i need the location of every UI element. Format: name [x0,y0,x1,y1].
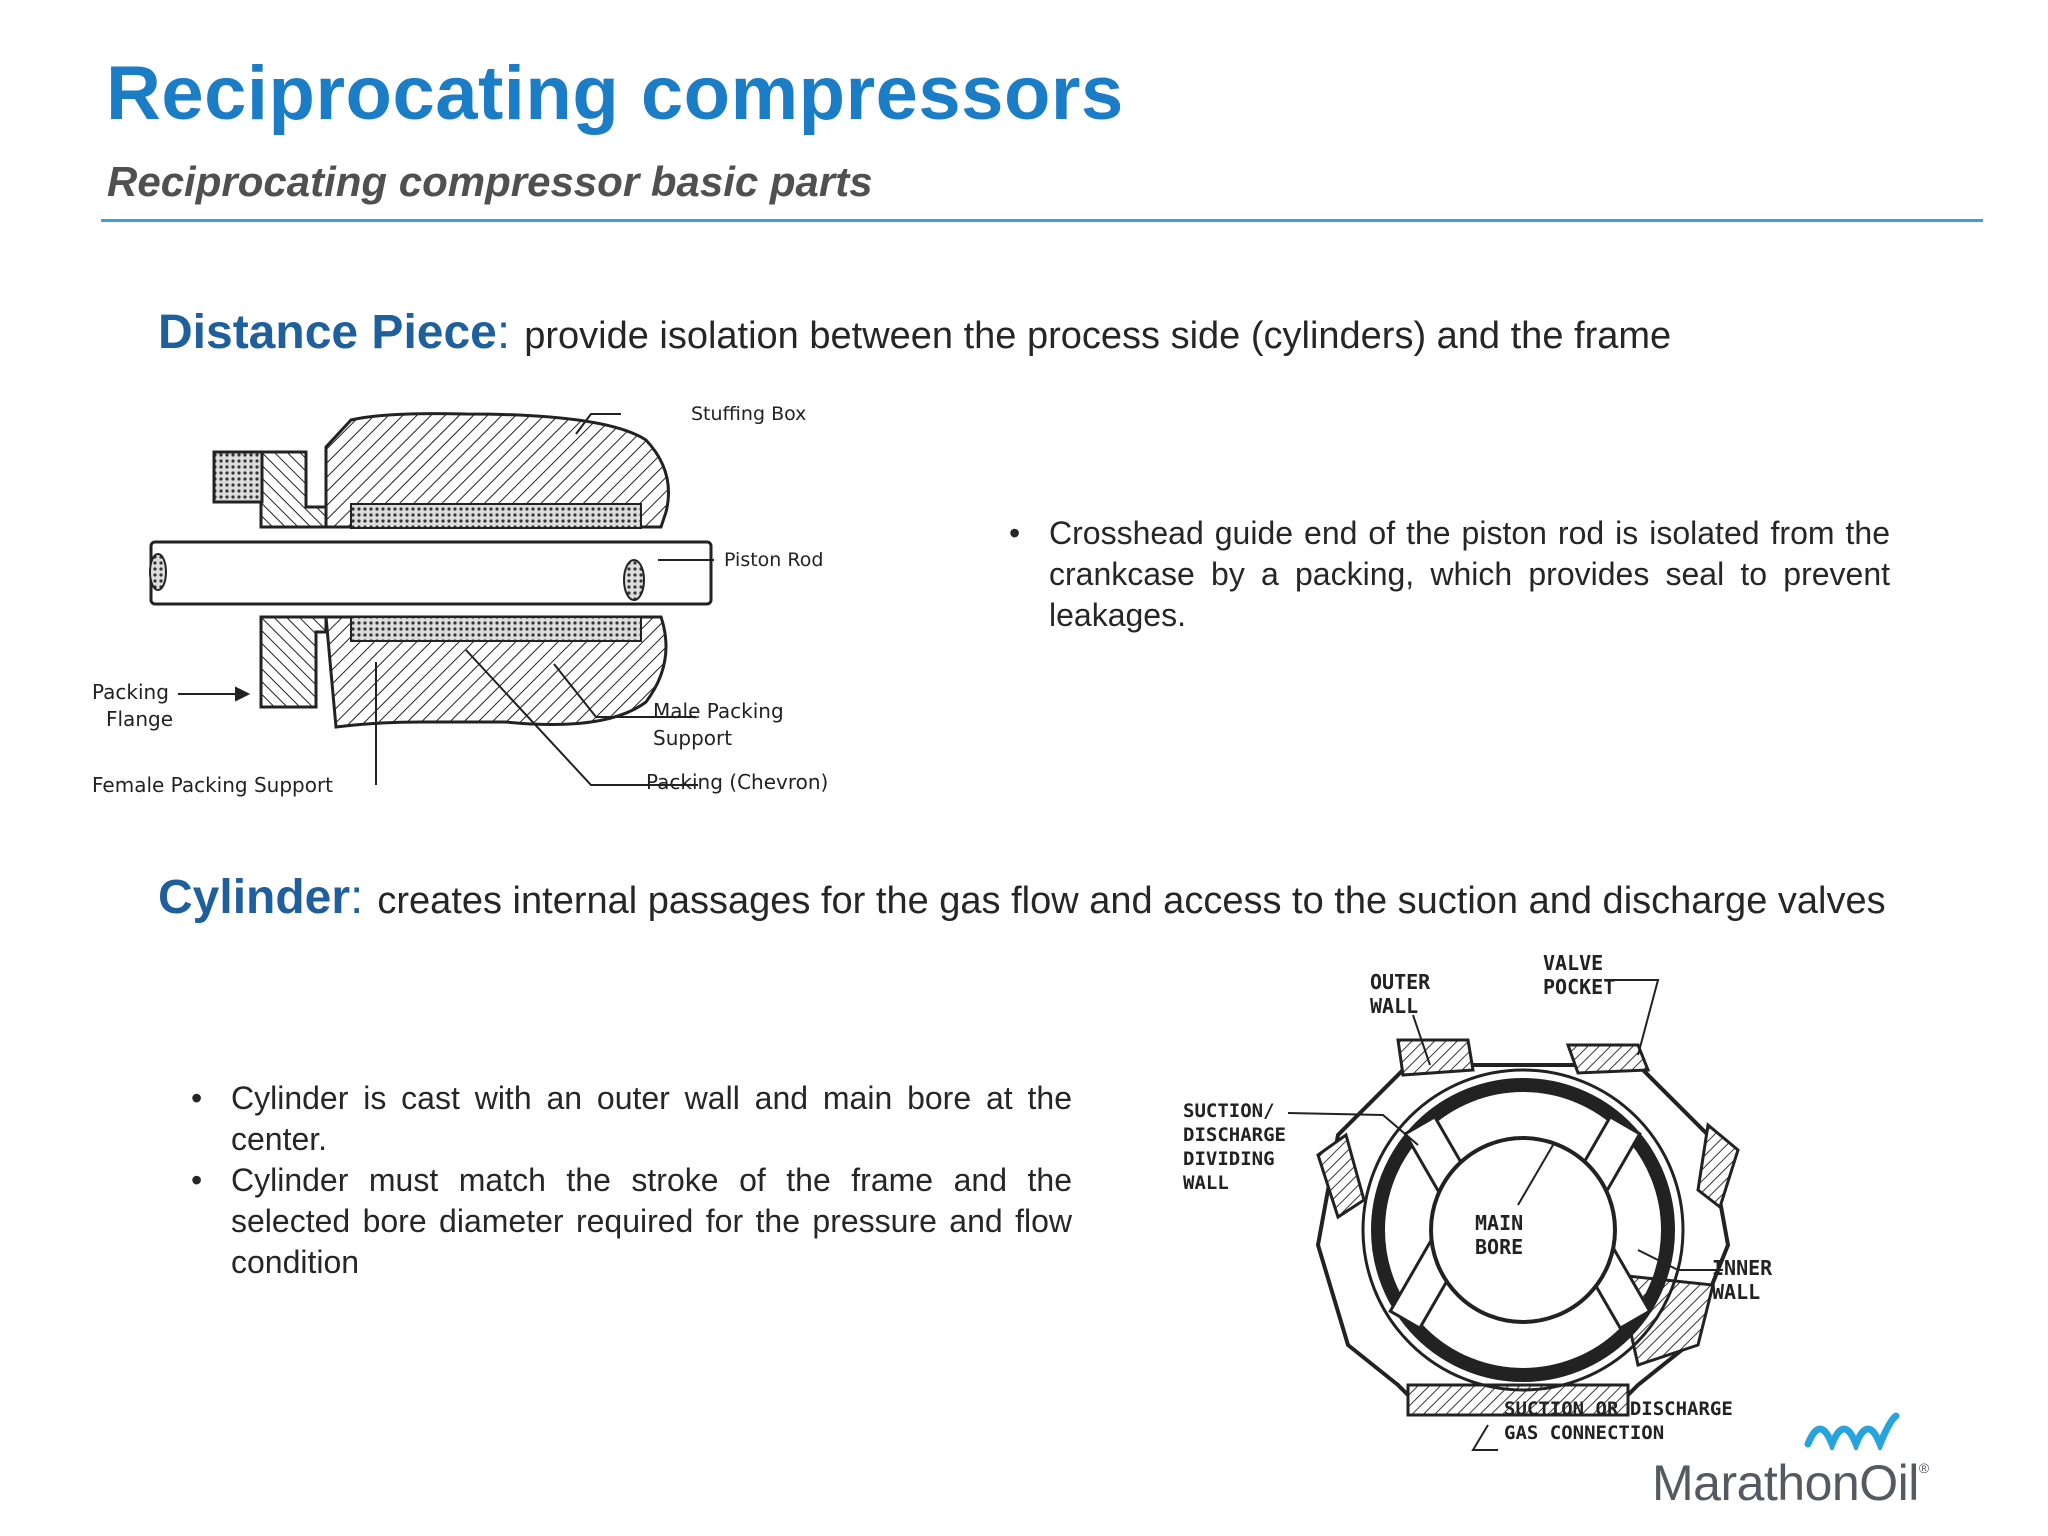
label-female-support: Female Packing Support [92,773,333,797]
distance-piece-diagram: Stuffing Box Piston Rod Packing Flange M… [92,403,828,797]
label-inner-wall-2: WALL [1712,1280,1760,1304]
list-item: • Cylinder must match the stroke of the f… [191,1160,1072,1283]
label-packing-flange-1: Packing [92,680,169,704]
label-outer-wall-1: OUTER [1370,970,1431,994]
label-main-bore-2: BORE [1475,1235,1523,1259]
marathon-wave-icon [1804,1412,1900,1450]
cylinder-main-bore [1429,1136,1617,1324]
bullet-dot: • [1009,515,1021,551]
label-packing-chevron: Packing (Chevron) [646,770,828,794]
label-dividing-4: WALL [1183,1172,1229,1194]
list-item: • Cylinder is cast with an outer wall and… [191,1078,1072,1160]
packing-rings-bottom [350,616,642,642]
marathon-oil-logo: MarathonOil® [1652,1410,1982,1512]
label-dividing-1: SUCTION/ [1183,1100,1275,1122]
label-gas-connection-1: SUCTION OR DISCHARGE [1504,1398,1733,1420]
cylinder-inner-ring [1371,1078,1675,1382]
distance-piece-bullets: • Crosshead guide end of the piston rod i… [1009,513,1890,636]
slide-subtitle: Reciprocating compressor basic parts [107,158,873,205]
slide-title: Reciprocating compressors [106,51,1124,136]
stuffing-box-body [324,412,670,529]
label-valve-pocket-2: POCKET [1543,975,1615,999]
list-item: • Crosshead guide end of the piston rod i… [1009,513,1890,636]
distance-piece-description: provide isolation between the process si… [524,315,1672,357]
label-packing-flange-2: Flange [106,707,173,731]
distance-piece-heading: Distance Piece: provide isolation between… [158,305,1671,360]
cylinder-bullet-1: Cylinder is cast with an outer wall and … [231,1080,1072,1157]
cylinder-colon: : [350,871,364,924]
logo-text: MarathonOil [1652,1455,1919,1511]
registered-mark: ® [1918,1460,1929,1476]
packing-rings-top [350,503,642,529]
bolt-head [212,450,264,504]
distance-piece-bullet-1: Crosshead guide end of the piston rod is… [1049,515,1890,633]
cylinder-heading: Cylinder: creates internal passages for t… [158,870,1886,925]
bullet-dot: • [191,1080,203,1116]
cylinder-diagram: OUTER WALL VALVE POCKET SUCTION/ DISCHAR… [1183,951,1773,1451]
distance-piece-term: Distance Piece [158,306,497,359]
bullet-dot: • [191,1162,203,1198]
label-inner-wall-1: INNER [1712,1256,1773,1280]
label-dividing-2: DISCHARGE [1183,1124,1286,1146]
logo-wordmark: MarathonOil® [1652,1454,1929,1512]
cylinder-bullet-2: Cylinder must match the stroke of the fr… [231,1162,1072,1280]
label-main-bore-1: MAIN [1475,1211,1523,1235]
title-divider [101,219,1983,222]
label-valve-pocket-1: VALVE [1543,951,1603,975]
packing-flange [259,450,328,529]
label-outer-wall-2: WALL [1370,994,1418,1018]
distance-piece-colon: : [496,306,511,359]
label-gas-connection-2: GAS CONNECTION [1504,1422,1664,1444]
packing-flange-lower [259,615,328,709]
label-stuffing-box: Stuffing Box [691,403,806,425]
cylinder-description: creates internal passages for the gas fl… [377,880,1886,922]
label-piston-rod: Piston Rod [724,549,823,571]
cylinder-bullets: • Cylinder is cast with an outer wall and… [191,1078,1072,1283]
cylinder-term: Cylinder [158,871,351,924]
label-male-support-2: Support [653,726,732,750]
label-male-support-1: Male Packing [653,699,784,723]
label-dividing-3: DIVIDING [1183,1148,1275,1170]
